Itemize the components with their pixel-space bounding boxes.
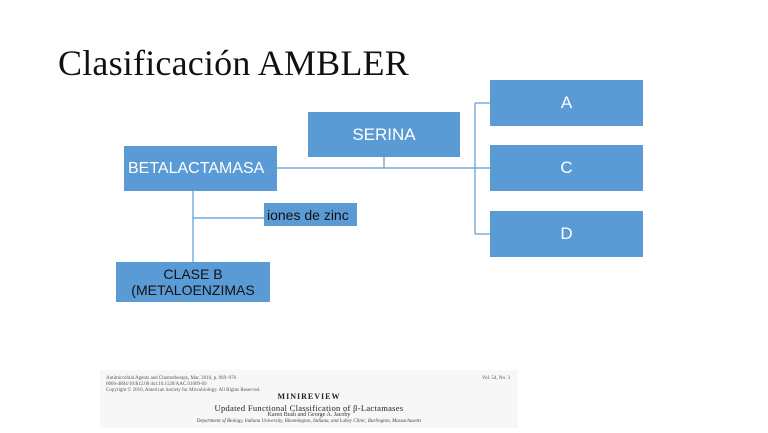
paper-authors: Karen Bush and George A. Jacoby <box>267 412 351 418</box>
class-d-box: D <box>490 211 643 257</box>
zinc-ions-box: iones de zinc <box>264 203 357 226</box>
clase-b-line1: CLASE B <box>163 266 223 282</box>
clase-b-line2: (METALOENZIMAS <box>131 282 255 298</box>
paper-section-label: MINIREVIEW <box>277 392 341 401</box>
paper-header-image: Antimicrobial Agents and Chemotherapy, M… <box>100 370 518 428</box>
paper-doi-line: 0066-4804/10/$12.00 doi:10.1128/AAC.0100… <box>106 382 207 387</box>
clase-b-box: CLASE B (METALOENZIMAS <box>116 262 270 302</box>
class-a-box: A <box>490 80 643 126</box>
betalactamasa-box: BETALACTAMASA <box>124 146 277 191</box>
class-c-box: C <box>490 145 643 191</box>
paper-journal-line: Antimicrobial Agents and Chemotherapy, M… <box>106 376 237 381</box>
slide-title: Clasificación AMBLER <box>58 43 409 83</box>
paper-title: Updated Functional Classification of β-L… <box>214 403 404 413</box>
paper-volume: Vol. 54, No. 3 <box>482 376 510 381</box>
paper-copyright-line: Copyright © 2010, American Society for M… <box>106 388 261 393</box>
serina-box: SERINA <box>308 112 460 157</box>
paper-affiliation: Department of Biology, Indiana Universit… <box>196 419 422 424</box>
